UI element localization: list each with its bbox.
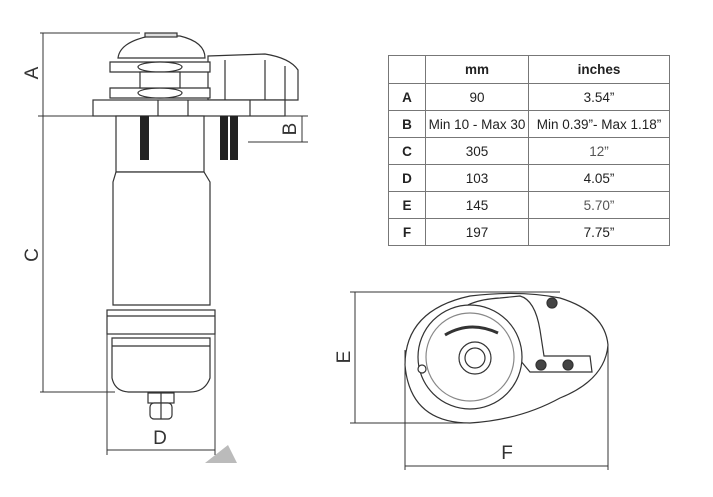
hub xyxy=(458,341,492,375)
dimension-e-f xyxy=(350,291,609,470)
row-mm: 197 xyxy=(425,218,529,246)
label-c: C xyxy=(22,248,43,262)
row-mm: 305 xyxy=(425,137,529,165)
rotation-arrow-icon xyxy=(444,325,499,337)
dimension-a-c xyxy=(38,32,140,393)
stud xyxy=(140,116,149,160)
row-inches: 4.05” xyxy=(528,164,670,192)
row-key: C xyxy=(388,137,426,165)
top-view xyxy=(350,291,609,470)
row-key: D xyxy=(388,164,426,192)
gypsy xyxy=(109,61,211,99)
row-mm: 145 xyxy=(425,191,529,219)
label-f: F xyxy=(501,443,513,464)
label-d: D xyxy=(153,428,167,449)
stud xyxy=(230,116,238,160)
upper-housing xyxy=(115,115,205,173)
label-b: B xyxy=(280,123,301,136)
header-inches: inches xyxy=(528,55,670,84)
side-view xyxy=(38,32,308,463)
header-mm: mm xyxy=(425,55,529,84)
label-e: E xyxy=(334,351,355,364)
corner-mark xyxy=(205,445,237,463)
row-key: A xyxy=(388,83,426,111)
row-mm: Min 10 - Max 30 xyxy=(425,110,529,138)
row-inches: 5.70” xyxy=(528,191,670,219)
row-inches: 7.75” xyxy=(528,218,670,246)
gearbox-housing xyxy=(207,53,299,101)
table-header-row: mm inches xyxy=(388,55,670,84)
stud xyxy=(220,116,228,160)
motor-band xyxy=(106,309,216,335)
deck-plate xyxy=(92,99,286,117)
row-key: B xyxy=(388,110,426,138)
bolt xyxy=(535,359,547,371)
row-inches: 12” xyxy=(528,137,670,165)
header-key xyxy=(388,55,426,84)
motor-end-cap xyxy=(111,337,211,393)
cable-gland xyxy=(147,392,175,420)
table-row: B Min 10 - Max 30 Min 0.39”- Max 1.18” xyxy=(388,110,670,138)
bolt xyxy=(546,297,558,309)
table-row: A 90 3.54” xyxy=(388,83,670,111)
row-inches: Min 0.39”- Max 1.18” xyxy=(528,110,670,138)
row-mm: 103 xyxy=(425,164,529,192)
top-cap xyxy=(117,35,206,59)
dimensions-table: mm inches A 90 3.54” B Min 10 - Max 30 M… xyxy=(388,55,670,246)
table-row: C 305 12” xyxy=(388,137,670,165)
label-a: A xyxy=(22,66,43,79)
table-row: E 145 5.70” xyxy=(388,191,670,219)
bolt xyxy=(562,359,574,371)
motor-body xyxy=(112,171,211,306)
table-row: F 197 7.75” xyxy=(388,218,670,246)
dimension-d xyxy=(106,334,216,455)
row-key: E xyxy=(388,191,426,219)
table-row: D 103 4.05” xyxy=(388,164,670,192)
row-key: F xyxy=(388,218,426,246)
row-inches: 3.54” xyxy=(528,83,670,111)
dimension-b xyxy=(248,115,308,143)
row-mm: 90 xyxy=(425,83,529,111)
